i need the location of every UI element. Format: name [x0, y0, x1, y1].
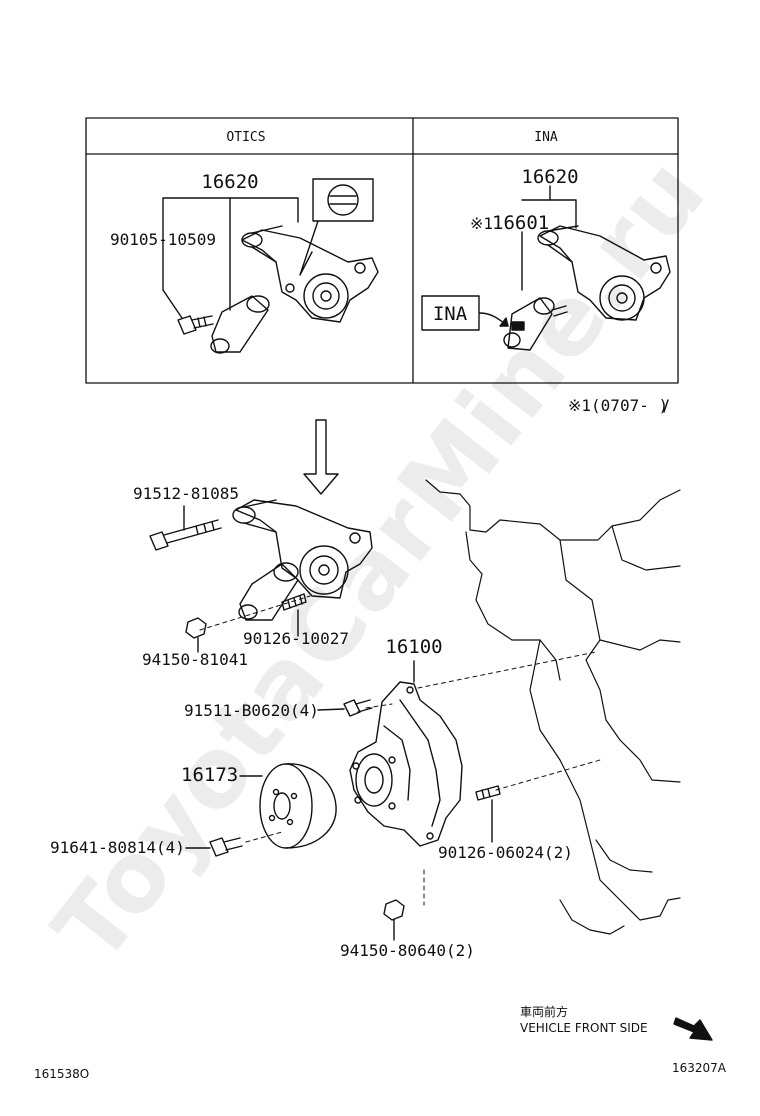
- direction-english: VEHICLE FRONT SIDE: [520, 1021, 648, 1035]
- callout-pump-stud: 90126-06024(2): [438, 843, 573, 862]
- footnote: ※1(0707- ): [568, 396, 668, 415]
- ina-part-16620: 16620: [521, 166, 578, 188]
- callout-pump-nut: 94150-80640(2): [340, 941, 475, 960]
- otics-header: OTICS: [226, 130, 265, 145]
- ina-part-16601: 16601: [492, 212, 549, 234]
- diagram-code-left: 161538O: [34, 1067, 89, 1081]
- callout-tensioner-stud: 90126-10027: [243, 629, 349, 648]
- callout-long-bolt: 91512-81085: [133, 484, 239, 503]
- vehicle-front-arrow-icon: [673, 1017, 713, 1041]
- belt-tensioner: [232, 499, 373, 621]
- pump-nut: [383, 899, 405, 941]
- diagram-code-right: 163207A: [672, 1061, 727, 1075]
- ina-header: INA: [534, 130, 558, 145]
- callout-tensioner-nut: 94150-81041: [142, 650, 248, 669]
- otics-tensioner-assembly: 16620 90105-10509: [110, 171, 379, 354]
- callout-pulley-bolt: 91641-80814(4): [50, 838, 185, 857]
- callout-pump-bolt: 91511-B0620(4): [184, 701, 319, 720]
- ina-tag: INA: [433, 303, 468, 325]
- pulley-bolt: [185, 837, 243, 857]
- long-bolt: [149, 505, 222, 551]
- direction-japanese: 車両前方: [520, 1004, 568, 1019]
- engine-block-outline: [425, 479, 681, 935]
- otics-part-16620: 16620: [201, 171, 258, 193]
- water-pump: [349, 660, 463, 847]
- tensioner-stud: [281, 593, 307, 637]
- water-pump-pulley: [239, 763, 337, 849]
- callout-pulley: 16173: [181, 764, 238, 786]
- pump-stud: [475, 785, 501, 843]
- ina-note-marker: ※1: [470, 214, 493, 233]
- down-arrow-icon: [303, 419, 339, 495]
- pump-bolt: [317, 699, 373, 717]
- variant-table: OTICS INA: [85, 117, 679, 384]
- tensioner-nut: [185, 617, 207, 653]
- assembly-dashed-lines: [199, 595, 601, 906]
- callout-water-pump: 16100: [385, 636, 442, 658]
- ina-tensioner-assembly: 16620 ※1 16601 INA: [421, 166, 671, 351]
